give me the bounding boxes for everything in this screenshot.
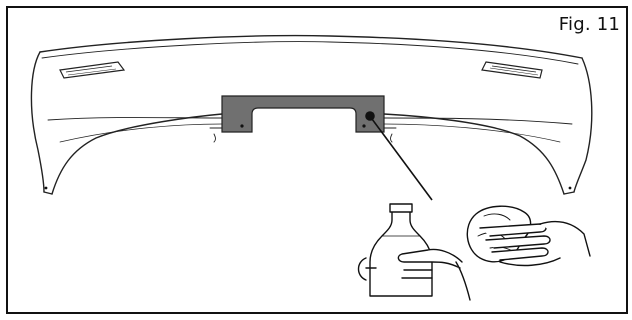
license-plate-recess [221,95,385,133]
figure-label: Fig. 11 [558,14,620,35]
bumper [30,34,593,195]
hand-holding-bottle [357,248,471,301]
mount-point [362,124,366,128]
bumper-mount-point [44,186,48,190]
right-reflector [481,61,543,79]
mount-point [240,124,244,128]
cleaner-bottle [369,203,433,297]
left-reflector [59,61,126,79]
figure-frame: Fig. 11 [6,6,628,314]
hand-with-cloth [466,205,591,267]
callout-line [371,118,433,201]
bumper-mount-point [568,186,572,190]
callout-dot [365,111,375,121]
